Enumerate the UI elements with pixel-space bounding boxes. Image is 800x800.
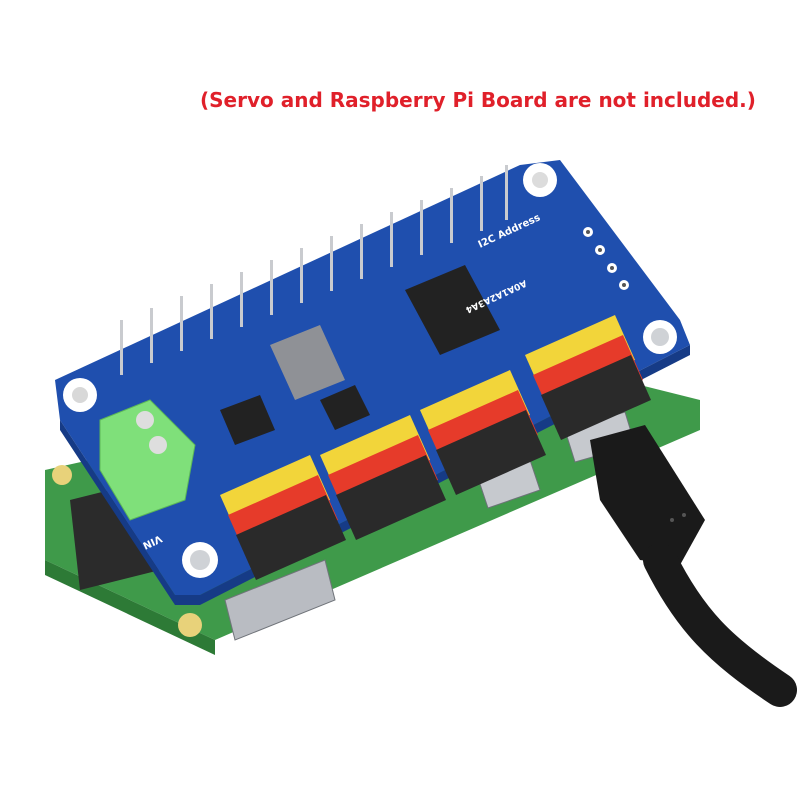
usb-cable	[590, 425, 797, 707]
servo-headers	[220, 315, 651, 580]
servo-driver-hat: I2C Address A0A1A2A3A4 VIN	[55, 160, 690, 605]
product-caption: (Servo and Raspberry Pi Board are not in…	[200, 88, 756, 112]
